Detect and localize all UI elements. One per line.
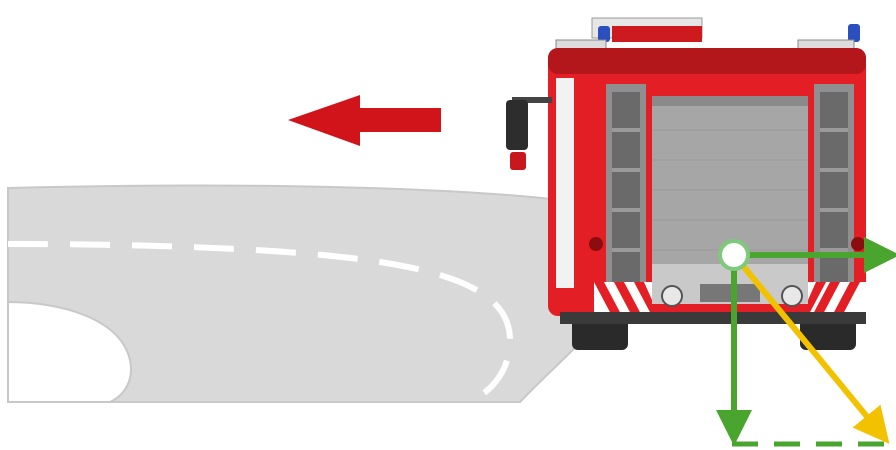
turn-direction-arrow: [288, 95, 441, 146]
left-ladder: [606, 84, 646, 292]
tail-light-right-icon: [851, 237, 865, 251]
outlet-right-icon: [782, 286, 802, 306]
body-white-strip: [556, 78, 574, 288]
side-mirror: [506, 100, 528, 150]
beacon-right-icon: [848, 24, 860, 42]
body-top-trim: [548, 48, 866, 74]
outlet-left-icon: [662, 286, 682, 306]
side-mirror-small: [510, 152, 526, 170]
light-bar: [612, 26, 702, 42]
rear-bumper: [560, 312, 866, 324]
roller-shutter: [652, 96, 808, 264]
right-ladder: [814, 84, 854, 292]
fire-truck: [506, 18, 866, 350]
tail-light-left-icon: [589, 237, 603, 251]
valve-block: [700, 284, 760, 302]
center-of-mass-point: [720, 241, 748, 269]
red-left-arrow-icon: [288, 95, 441, 146]
curved-road: [8, 186, 620, 402]
